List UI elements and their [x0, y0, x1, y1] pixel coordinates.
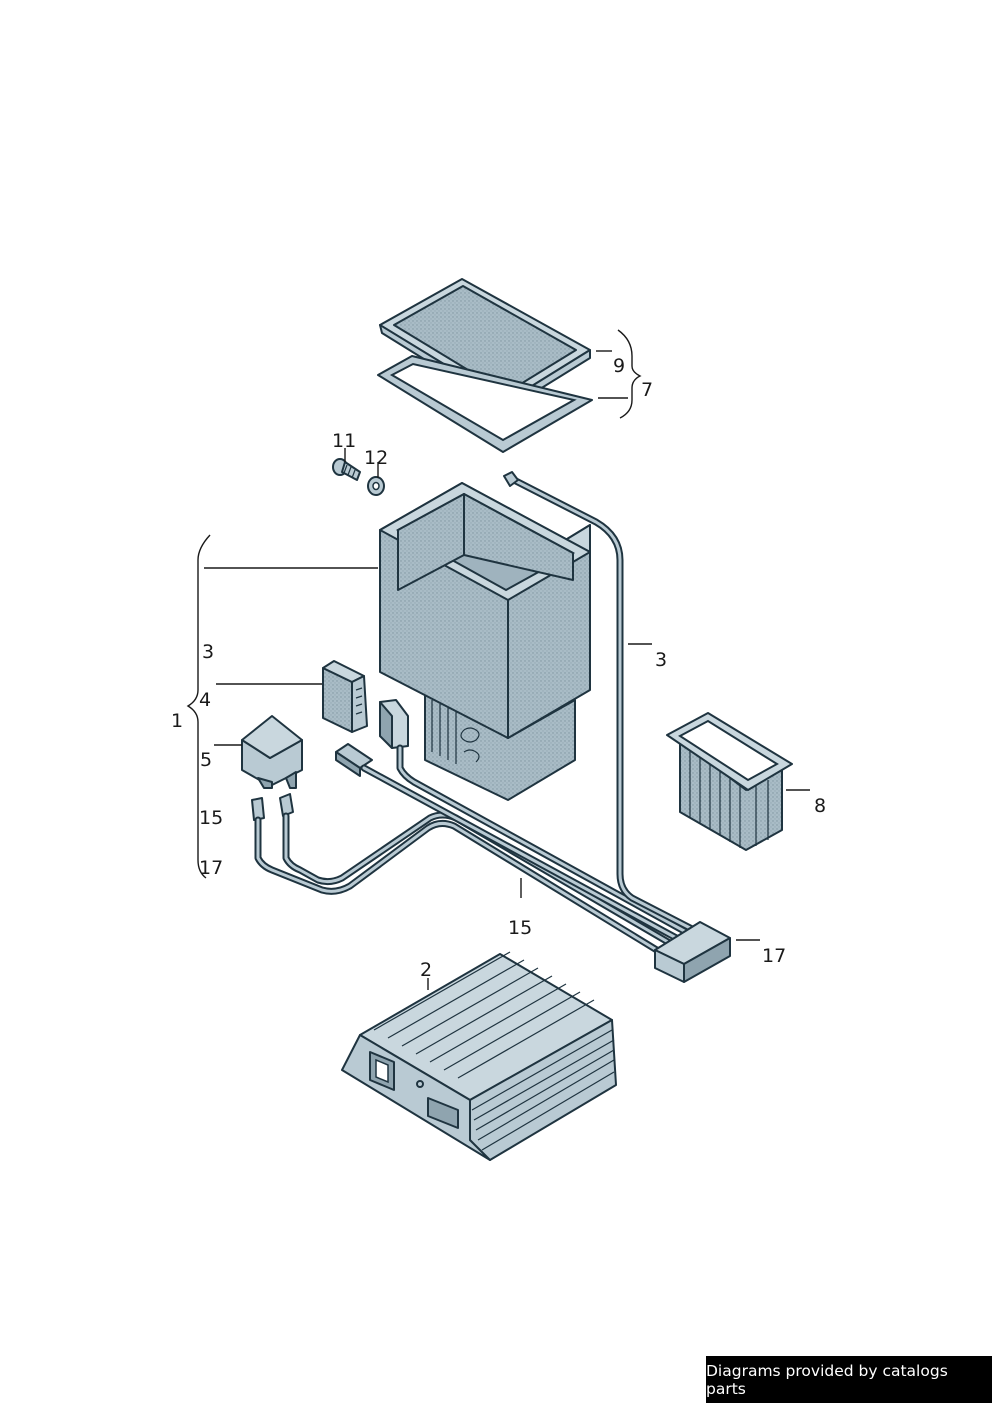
flat-plug-terminals [251, 793, 294, 821]
callout-3-right: 3 [655, 649, 667, 671]
wire-harness-part [254, 471, 698, 956]
screw-part [332, 458, 361, 481]
connector-block-part [322, 660, 368, 733]
attribution-footer: Diagrams provided by catalogs parts [706, 1356, 992, 1403]
harness-connector-part [654, 921, 731, 983]
control-unit-part [341, 951, 617, 1161]
leader-lines [186, 329, 810, 990]
insert-basket-part [666, 712, 793, 851]
callout-9: 9 [613, 355, 625, 377]
callout-5: 5 [200, 749, 212, 771]
callout-8: 8 [814, 795, 826, 817]
callout-17-right: 17 [762, 945, 786, 967]
attribution-text: Diagrams provided by catalogs parts [706, 1361, 948, 1398]
callout-15-left: 15 [199, 807, 223, 829]
callout-2: 2 [420, 959, 432, 981]
callout-7: 7 [641, 379, 653, 401]
callout-3-left: 3 [202, 641, 214, 663]
wire-plug-part [335, 699, 409, 777]
callout-15-mid: 15 [508, 917, 532, 939]
cooler-housing-part [379, 482, 591, 801]
seal-frame-part [377, 355, 593, 453]
callout-11: 11 [332, 430, 356, 452]
callout-12: 12 [364, 447, 388, 469]
callout-4: 4 [199, 689, 211, 711]
callout-17-left: 17 [199, 857, 223, 879]
washer-part [367, 476, 385, 496]
relay-part [241, 715, 303, 789]
callout-labels: 9 7 11 12 3 3 4 1 5 8 15 17 15 17 2 [171, 355, 826, 981]
callout-1: 1 [171, 710, 183, 732]
